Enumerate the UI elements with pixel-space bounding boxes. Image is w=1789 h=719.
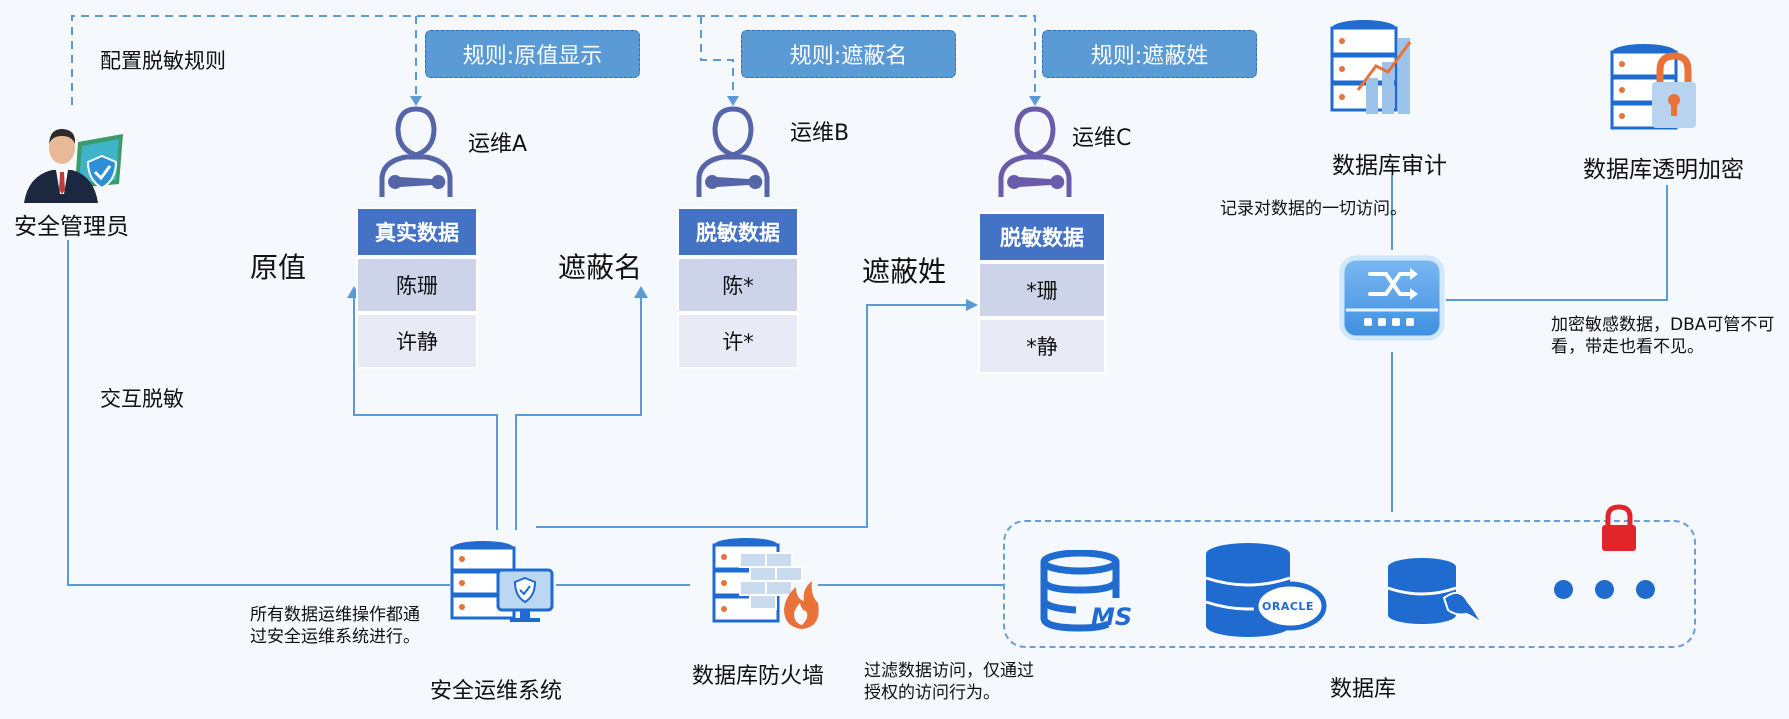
encryption-icon xyxy=(1608,42,1708,140)
data-table-c: 脱敏数据 *珊 *静 xyxy=(978,212,1106,374)
mode-label-mask-name: 遮蔽名 xyxy=(558,251,643,284)
interactive-masking-label: 交互脱敏 xyxy=(100,387,184,411)
more-dot xyxy=(1636,580,1655,599)
switch-icon xyxy=(1336,252,1448,348)
operator-b-icon xyxy=(695,105,771,201)
database-label: 数据库 xyxy=(1330,677,1397,702)
table-cell: *珊 xyxy=(978,262,1106,318)
encryption-note: 加密敏感数据，DBA可管不可看，带走也看不见。 xyxy=(1551,315,1775,357)
ms-text: MS xyxy=(1091,603,1133,631)
table-cell: 陈珊 xyxy=(356,257,478,313)
rule-tag-original: 规则:原值显示 xyxy=(425,30,640,78)
operator-a-name: 运维A xyxy=(468,132,528,157)
table-cell: 许* xyxy=(677,313,799,369)
table-header: 脱敏数据 xyxy=(677,207,799,257)
ops-system-label: 安全运维系统 xyxy=(430,679,563,704)
operator-a-icon xyxy=(378,105,454,201)
oracle-text: ORACLE xyxy=(1262,600,1314,613)
rule-tag-mask-name: 规则:遮蔽名 xyxy=(741,30,956,78)
firewall-note: 过滤数据访问，仅通过授权的访问行为。 xyxy=(864,661,1034,703)
more-dot xyxy=(1554,580,1573,599)
admin-label: 安全管理员 xyxy=(14,214,129,240)
mode-label-mask-surname: 遮蔽姓 xyxy=(862,255,947,288)
ops-system-icon xyxy=(448,540,558,630)
table-cell: 陈* xyxy=(677,257,799,313)
data-table-b: 脱敏数据 陈* 许* xyxy=(677,207,799,369)
database-group xyxy=(1003,520,1696,648)
lock-icon xyxy=(1598,503,1640,557)
audit-icon xyxy=(1328,18,1424,122)
operator-b-name: 运维B xyxy=(790,121,850,146)
audit-note: 记录对数据的一切访问。 xyxy=(1220,199,1407,219)
mysql-db-icon xyxy=(1386,558,1486,630)
more-dot xyxy=(1595,580,1614,599)
ops-system-note: 所有数据运维操作都通过安全运维系统进行。 xyxy=(250,605,420,647)
operator-c-name: 运维C xyxy=(1072,126,1132,151)
firewall-label: 数据库防火墙 xyxy=(692,664,825,689)
audit-label: 数据库审计 xyxy=(1332,153,1447,179)
table-cell: *静 xyxy=(978,318,1106,374)
config-rules-label: 配置脱敏规则 xyxy=(100,49,226,73)
table-cell: 许静 xyxy=(356,313,478,369)
ms-sql-db-icon xyxy=(1040,549,1136,636)
table-header: 脱敏数据 xyxy=(978,212,1106,262)
table-header: 真实数据 xyxy=(356,207,478,257)
operator-c-icon xyxy=(997,105,1073,201)
encryption-label: 数据库透明加密 xyxy=(1583,157,1744,183)
admin-avatar xyxy=(20,118,125,203)
mode-label-original: 原值 xyxy=(250,251,307,284)
rule-tag-mask-surname: 规则:遮蔽姓 xyxy=(1042,30,1257,78)
firewall-icon xyxy=(710,537,822,633)
data-table-a: 真实数据 陈珊 许静 xyxy=(356,207,478,369)
oracle-db-icon xyxy=(1204,542,1328,642)
